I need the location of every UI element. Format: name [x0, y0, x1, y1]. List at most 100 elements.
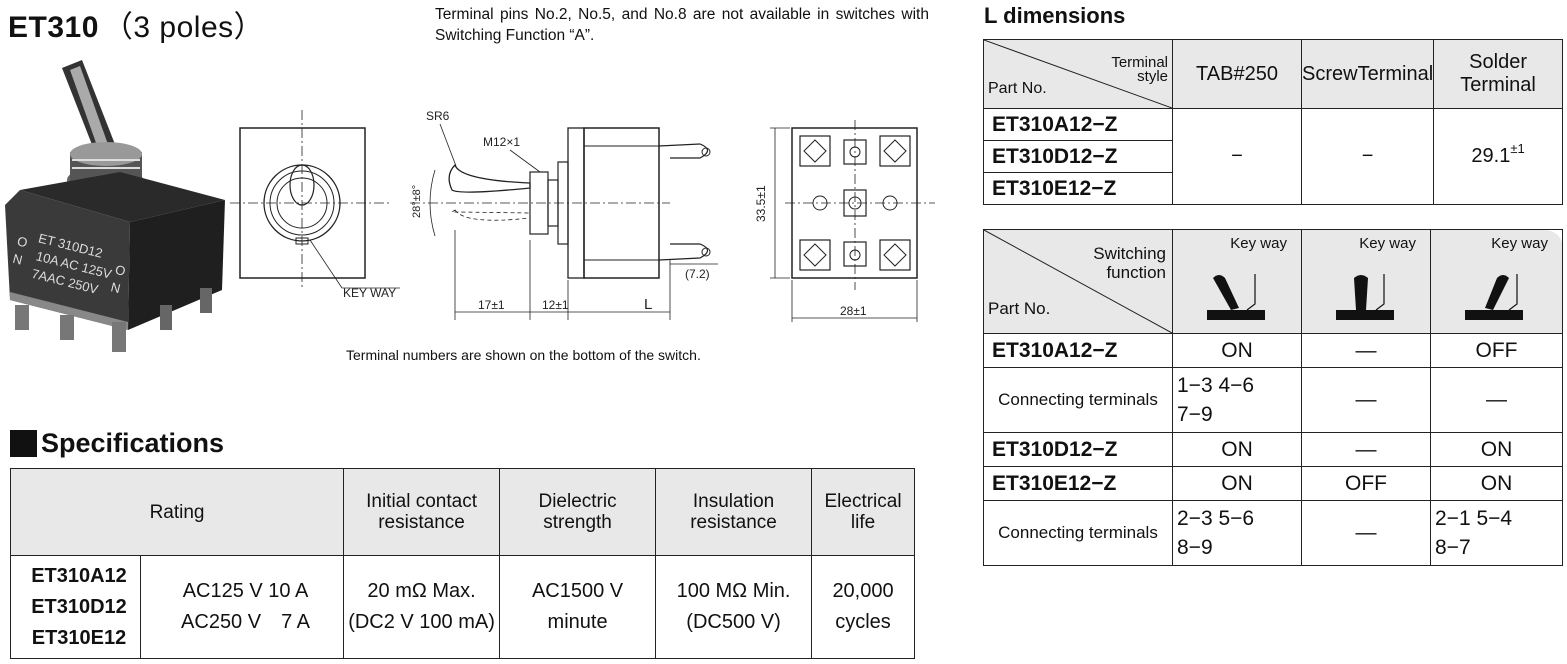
- key-way-label: Key way: [1230, 235, 1287, 252]
- key-way-label: Key way: [1359, 235, 1416, 252]
- pos-2-terminals: —: [1301, 500, 1431, 566]
- sr-label: SR6: [426, 109, 450, 123]
- model-name: ET310: [8, 11, 99, 44]
- switching-row-a: ET310A12−Z ON — OFF: [983, 333, 1563, 368]
- switch-photo: ET 310D12 10A AC 125V 7AAC 250V O N O N: [5, 60, 225, 352]
- lever-right-icon: [1465, 274, 1523, 320]
- label-right-n: N: [109, 279, 122, 296]
- contact-resistance-value: 20 mΩ Max.(DC2 V 100 mA): [343, 555, 501, 659]
- angle-label: 28°±8°: [411, 185, 423, 218]
- pos-2-value: —: [1301, 432, 1431, 467]
- switching-part: ET310E12−Z: [983, 466, 1173, 501]
- switching-row-d: ET310D12−Z ON — ON: [983, 432, 1563, 467]
- dim-l: L: [644, 296, 652, 313]
- connecting-terminals-label: Connecting terminals: [983, 500, 1173, 566]
- front-view: KEY WAY: [230, 110, 400, 300]
- diagonal-line: [984, 40, 1172, 108]
- lever-left-icon: [1207, 274, 1265, 320]
- pos-1-value: ON: [1172, 333, 1302, 368]
- l-dim-row: ET310A12−Z − − 29.1±1: [983, 108, 1563, 205]
- pos-1-value: ON: [1172, 466, 1302, 501]
- l-dimensions-heading: L dimensions: [984, 3, 1126, 28]
- pos-3-value: ON: [1430, 432, 1563, 467]
- col-screw-terminal: ScrewTerminal: [1300, 39, 1435, 109]
- specifications-title: Specifications: [41, 428, 225, 458]
- specifications-heading: Specifications: [10, 428, 224, 459]
- heading-square-icon: [10, 430, 37, 457]
- position-2-header: Key way: [1301, 229, 1431, 334]
- l-dim-row: ET310E12−Z: [983, 172, 1563, 205]
- thread-label: M12×1: [483, 135, 520, 149]
- poles-label: （3 poles）: [102, 11, 265, 44]
- pos-2-value: —: [1301, 333, 1431, 368]
- screw-value: −: [1300, 108, 1435, 205]
- switching-part: ET310D12−Z: [983, 432, 1173, 467]
- terminal-pin-note: Terminal pins No.2, No.5, and No.8 are n…: [435, 6, 929, 44]
- pos-3-value: OFF: [1430, 333, 1563, 368]
- col-solder-terminal: Solder Terminal: [1433, 39, 1563, 109]
- dim-72: (7.2): [685, 267, 710, 281]
- lever-center-icon: [1336, 274, 1394, 320]
- keyway-label: KEY WAY: [343, 286, 396, 300]
- pos-3-value: ON: [1430, 466, 1563, 501]
- pos-3-terminals: —: [1430, 367, 1563, 433]
- dim-33-5: 33.5±1: [754, 185, 768, 222]
- side-view: SR6 M12×1 28°±8° 17±1 12±1 L (7.2): [410, 109, 718, 320]
- tab-value: −: [1172, 108, 1302, 205]
- diagonal-line: [984, 230, 1172, 333]
- l-dim-part: ET310A12−Z: [983, 108, 1173, 141]
- switching-row-e: ET310E12−Z ON OFF ON: [983, 466, 1563, 501]
- dimension-drawing: KEY WAY SR6 M12×1 28°±8° 17±1 12±1 L (7.…: [230, 109, 935, 322]
- solder-value: 29.1±1: [1433, 108, 1563, 205]
- part-no-label: Part No.: [988, 80, 1047, 97]
- terminal-numbers-note: Terminal numbers are shown on the bottom…: [346, 347, 701, 363]
- switching-part: ET310A12−Z: [983, 333, 1173, 368]
- connecting-terminals-label: Connecting terminals: [983, 367, 1173, 433]
- insulation-value: 100 MΩ Min.(DC500 V): [655, 555, 813, 659]
- label-left-o: O: [16, 233, 29, 250]
- key-way-label: Key way: [1491, 235, 1548, 252]
- dim-17: 17±1: [478, 298, 505, 312]
- page-title: ET310（3 poles）: [8, 2, 264, 46]
- dim-12: 12±1: [542, 298, 569, 312]
- label-left-n: N: [11, 251, 24, 268]
- pos-2-terminals: —: [1301, 367, 1431, 433]
- dim-28: 28±1: [840, 304, 867, 318]
- bottom-view: 33.5±1 28±1: [754, 120, 935, 322]
- l-dim-row: ET310D12−Z: [983, 140, 1563, 173]
- position-3-header: Key way: [1430, 229, 1563, 334]
- label-right-o: O: [114, 262, 127, 279]
- position-1-header: Key way: [1172, 229, 1302, 334]
- pos-1-value: ON: [1172, 432, 1302, 467]
- col-tab250: TAB#250: [1172, 39, 1302, 109]
- part-no-label: Part No.: [988, 299, 1051, 318]
- l-dim-part: ET310D12−Z: [983, 140, 1173, 173]
- rating-header: Rating: [9, 468, 345, 556]
- l-dim-part: ET310E12−Z: [983, 172, 1173, 205]
- toggle-lever: [62, 60, 118, 160]
